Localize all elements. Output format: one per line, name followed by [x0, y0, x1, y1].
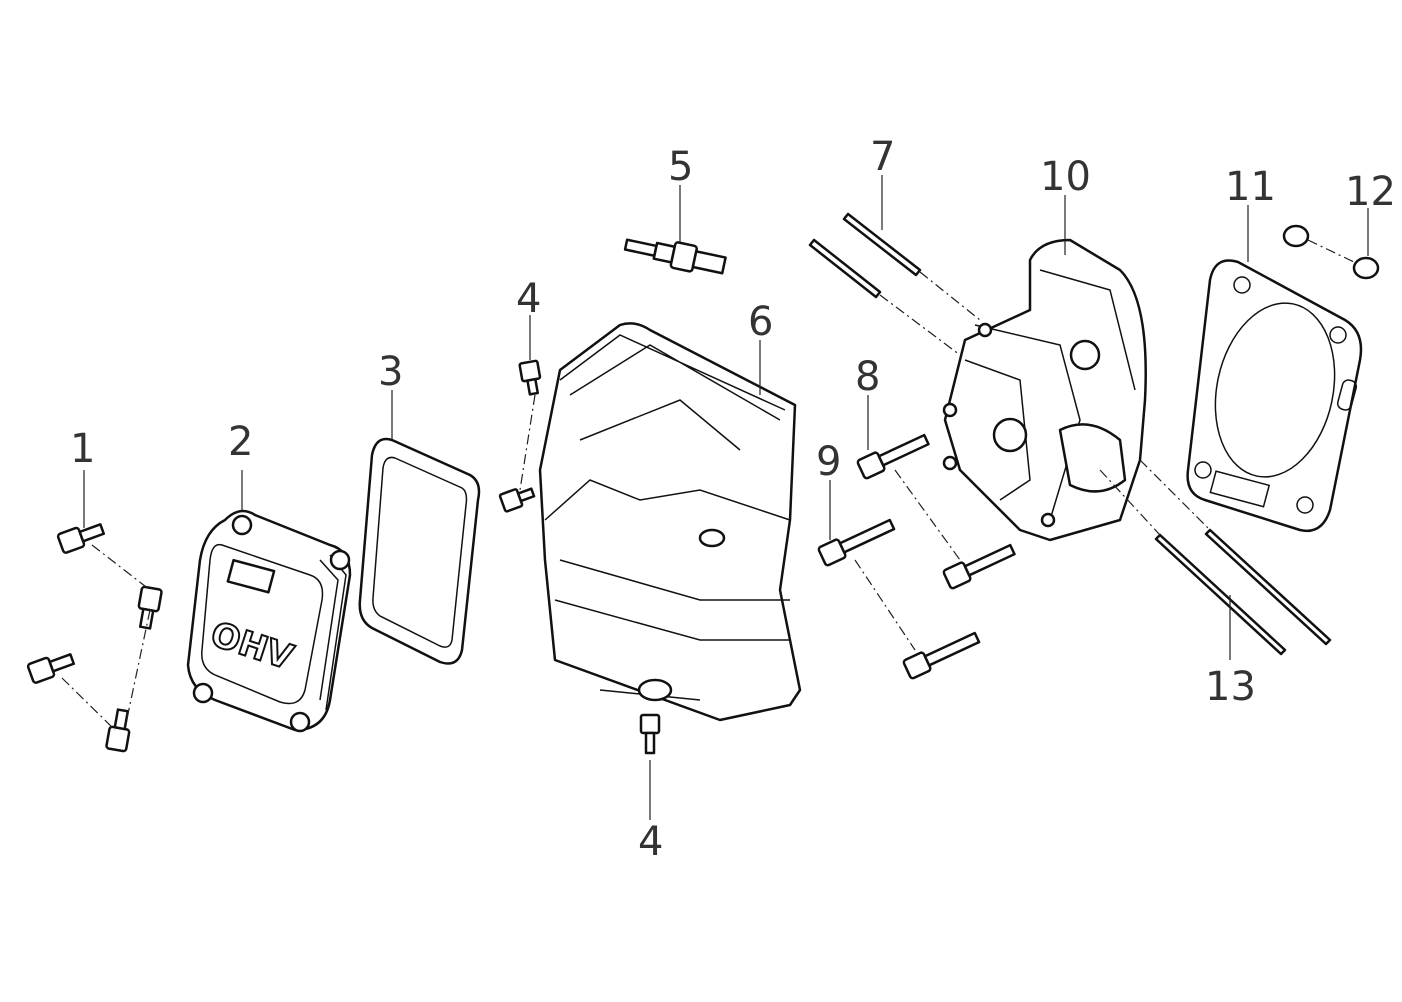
part-8-head-bolts: [856, 395, 1016, 590]
callout-4-bottom: 4: [638, 819, 663, 865]
callout-5: 5: [668, 144, 693, 190]
callout-8: 8: [855, 354, 880, 400]
part-1-cover-bolts: [26, 470, 163, 753]
callout-7: 7: [870, 134, 895, 180]
callout-13: 13: [1205, 664, 1256, 710]
part-13-pushrods: [1099, 459, 1332, 660]
callout-labels: 1 2 3 4 5 6 7 8 9 10 11 12 13 4: [70, 134, 1396, 865]
callout-9: 9: [816, 439, 841, 485]
part-4-shroud-screws: [498, 315, 661, 820]
part-11-head-gasket: [1186, 205, 1363, 533]
callout-3: 3: [378, 349, 403, 395]
part-2-valve-cover: OHV: [186, 470, 352, 733]
part-12-dowel-pins: [1282, 208, 1380, 280]
callout-10: 10: [1040, 154, 1091, 200]
part-10-cylinder-head: [942, 195, 1147, 542]
callout-1: 1: [70, 426, 95, 472]
callout-2: 2: [228, 419, 253, 465]
part-5-spark-plug: [623, 185, 727, 275]
callout-4-top: 4: [516, 276, 541, 322]
part-6-head-shroud: [538, 322, 802, 722]
callout-6: 6: [748, 299, 773, 345]
part-3-cover-gasket: [358, 390, 481, 665]
callout-12: 12: [1345, 169, 1396, 215]
callout-11: 11: [1225, 164, 1276, 210]
part-9-head-bolts: [817, 480, 981, 680]
part-7-studs: [808, 175, 981, 356]
